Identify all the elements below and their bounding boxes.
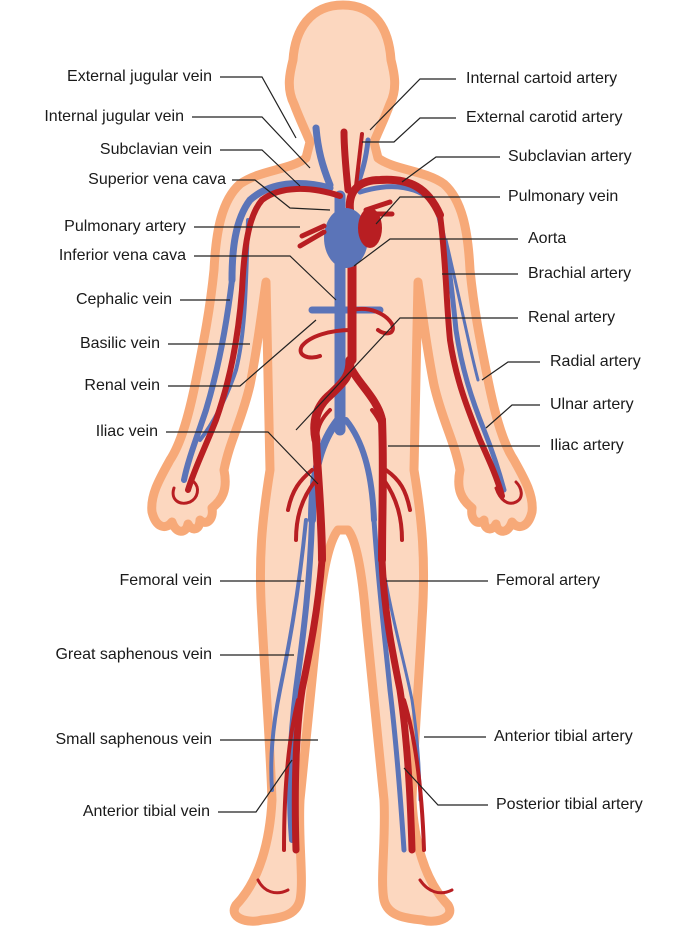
- label-pulmonary-vein: Pulmonary vein: [508, 188, 619, 205]
- right-cephalic-vein: [444, 238, 480, 382]
- left-arm-vein: [181, 277, 235, 483]
- label-cephalic-vein: Cephalic vein: [75, 291, 172, 308]
- leader-subclavian-artery: [401, 156, 500, 183]
- label-anterior-tibial-artery: Anterior tibial artery: [494, 728, 633, 745]
- label-superior-vena-cava: Superior vena cava: [88, 171, 226, 188]
- right-arm-vein: [433, 202, 507, 493]
- leader-renal-artery: [295, 317, 518, 431]
- right-hand-arch: [494, 480, 523, 505]
- label-internal-jugular-vein: Internal jugular vein: [44, 108, 184, 125]
- left-iliac-artery: [312, 436, 326, 564]
- label-external-jugular-vein: External jugular vein: [67, 68, 212, 85]
- hip-branches: [315, 408, 386, 442]
- pulmonary-branches: [297, 199, 395, 249]
- label-iliac-artery: Iliac artery: [550, 437, 624, 454]
- leader-inferior-vena-cava: [194, 255, 337, 301]
- leader-posterior-tibial-artery: [403, 767, 488, 806]
- label-inferior-vena-cava: Inferior vena cava: [58, 247, 186, 264]
- right-tibial-artery: [402, 698, 426, 852]
- leader-subclavian-vein: [220, 149, 301, 187]
- label-femoral-artery: Femoral artery: [496, 572, 601, 589]
- label-brachial-artery: Brachial artery: [528, 265, 632, 282]
- leader-radial-artery: [481, 361, 540, 381]
- left-foot-arch: [256, 878, 290, 895]
- leader-anterior-tibial-vein: [218, 759, 293, 813]
- label-renal-artery: Renal artery: [528, 309, 616, 326]
- label-internal-cartoid-artery: Internal cartoid artery: [466, 70, 618, 87]
- leader-ulnar-artery: [485, 404, 540, 429]
- leader-superior-vena-cava: [232, 179, 331, 211]
- right-femoral-vein: [371, 517, 407, 853]
- leader-internal-cartoid-artery: [369, 78, 456, 131]
- label-small-saphenous-vein: Small saphenous vein: [55, 731, 212, 748]
- leader-pulmonary-vein: [375, 196, 500, 225]
- left-femoral-vein: [286, 517, 315, 843]
- right-brachial-artery: [437, 212, 505, 499]
- left-hand-arch: [171, 480, 199, 505]
- label-anterior-tibial-vein: Anterior tibial vein: [82, 803, 210, 820]
- left-subclavian-vein: [228, 180, 334, 284]
- label-pulmonary-artery: Pulmonary artery: [64, 218, 186, 235]
- leader-external-jugular-vein: [220, 76, 297, 139]
- left-great-saphenous-vein: [269, 518, 308, 792]
- left-carotid-artery: [340, 128, 352, 194]
- right-foot-arch: [418, 878, 454, 895]
- right-common-iliac-artery: [348, 366, 386, 424]
- renal-artery-right: [350, 307, 395, 336]
- leader-iliac-vein: [166, 431, 319, 485]
- leader-internal-jugular-vein: [192, 116, 311, 169]
- label-basilic-vein: Basilic vein: [79, 335, 160, 352]
- label-aorta: Aorta: [528, 230, 567, 247]
- left-jugular-vein: [312, 124, 334, 189]
- heart-body: [324, 208, 368, 268]
- label-subclavian-artery: Subclavian artery: [508, 148, 632, 165]
- right-pelvic-branches: [382, 468, 412, 542]
- leader-aorta: [353, 238, 518, 267]
- label-radial-artery: Radial artery: [550, 353, 641, 370]
- label-subclavian-vein: Subclavian vein: [99, 141, 212, 158]
- extremity-details: [171, 480, 523, 895]
- label-ulnar-artery: Ulnar artery: [550, 396, 634, 413]
- left-arm-artery: [185, 287, 245, 493]
- right-carotid-artery: [354, 132, 364, 188]
- leader-renal-vein: [168, 319, 317, 387]
- label-great-saphenous-vein: Great saphenous vein: [55, 646, 212, 663]
- label-femoral-vein: Femoral vein: [119, 572, 212, 589]
- left-pelvic-branches: [286, 468, 318, 542]
- heart-right-chamber: [358, 208, 382, 248]
- label-iliac-vein: Iliac vein: [95, 423, 158, 440]
- leader-external-carotid-artery: [362, 117, 456, 143]
- label-external-carotid-artery: External carotid artery: [466, 109, 623, 126]
- label-renal-vein: Renal vein: [84, 377, 160, 394]
- label-posterior-tibial-artery: Posterior tibial artery: [496, 796, 643, 813]
- heart: [297, 199, 395, 268]
- renal-artery-left: [298, 328, 354, 360]
- leader-lines: [166, 76, 540, 813]
- right-iliac-vein: [343, 417, 377, 523]
- right-femoral-artery: [378, 556, 416, 854]
- left-femoral-artery: [291, 556, 326, 854]
